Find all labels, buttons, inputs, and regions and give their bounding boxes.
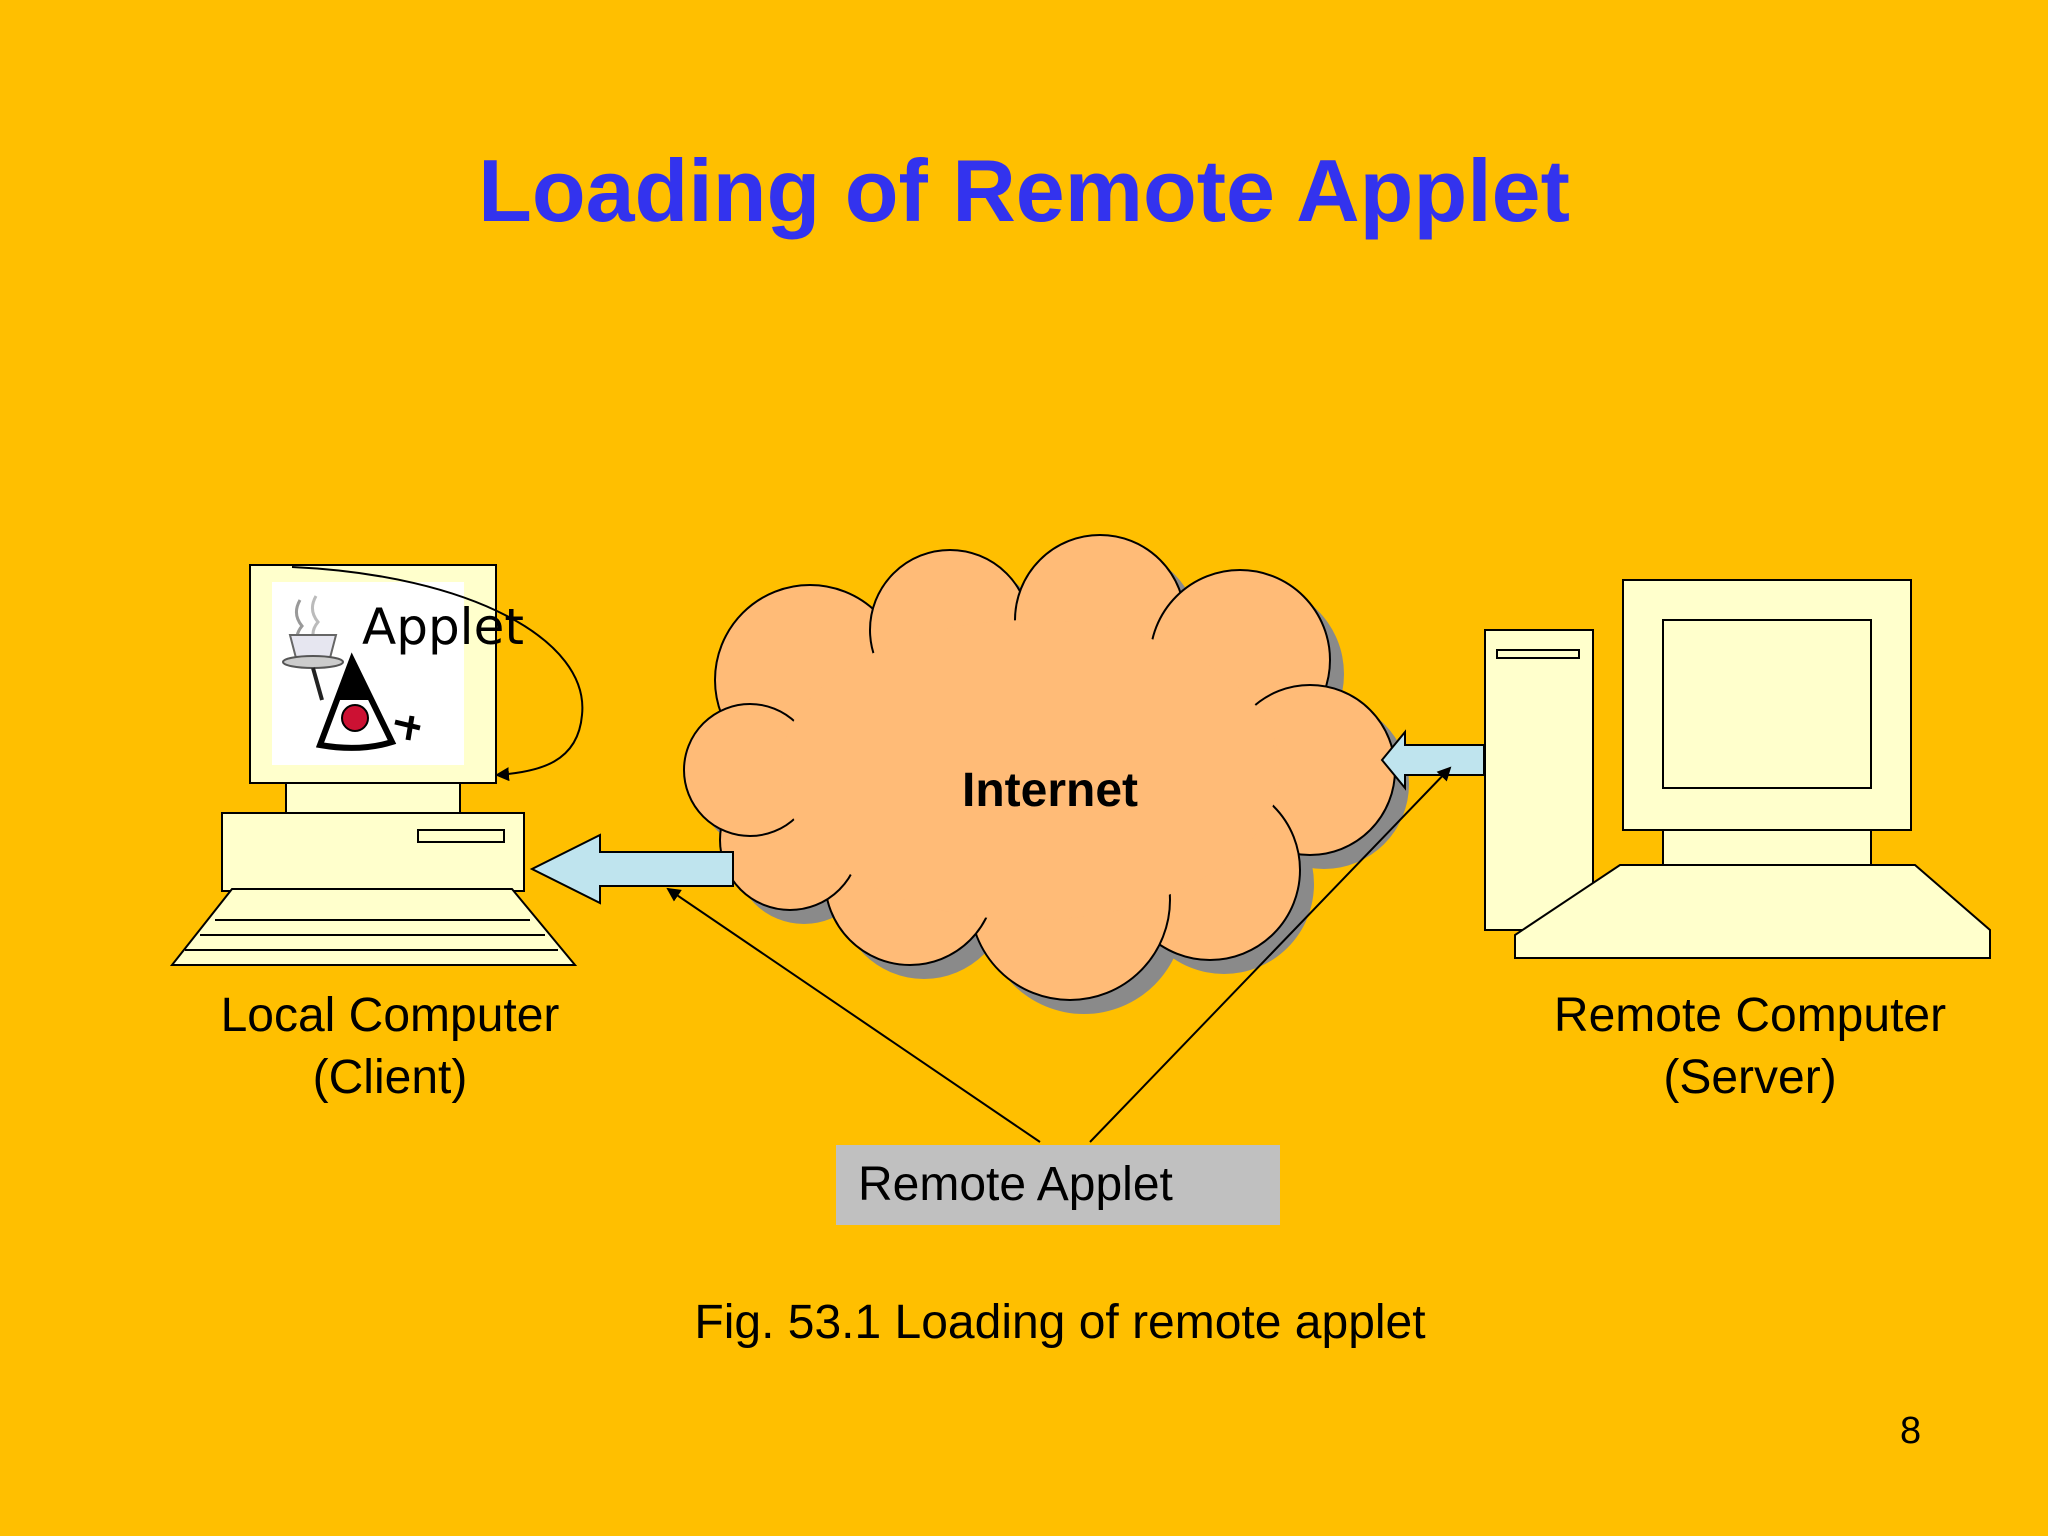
remote-computer [1484,579,1991,959]
upload-arrow [1380,729,1485,791]
applet-label: Applet [362,598,524,656]
local-monitor-stand [285,782,461,814]
page-number: 8 [1900,1410,1922,1452]
local-computer-line2: (Client) [312,1051,468,1104]
remote-tower [1484,629,1594,931]
remote-computer-line2: (Server) [1663,1051,1837,1104]
remote-drive-slot [1496,649,1580,659]
remote-computer-label: Remote Computer (Server) [1510,985,1990,1109]
applet-curve-arrow [291,566,584,782]
local-computer-line1: Local Computer [220,989,560,1042]
download-arrow [529,833,734,905]
figure-caption: Fig. 53.1 Loading of remote applet [694,1296,1426,1349]
cloud-fill [780,620,1280,920]
remote-screen [1662,619,1872,789]
pointer-line-right [1089,766,1452,1143]
java-duke-icon [282,595,421,751]
local-computer-label: Local Computer (Client) [150,985,630,1109]
remote-keyboard [1514,864,1991,959]
pointer-line-left [666,887,1041,1143]
remote-computer-line1: Remote Computer [1553,989,1947,1042]
internet-label: Internet [961,764,1138,817]
local-keyboard [169,888,578,966]
remote-applet-box: Remote Applet [836,1145,1280,1225]
slide-title: Loading of Remote Applet [478,141,1570,240]
remote-monitor-stand [1662,829,1872,866]
local-drive-slot [417,829,505,843]
local-cpu-case [221,812,525,892]
